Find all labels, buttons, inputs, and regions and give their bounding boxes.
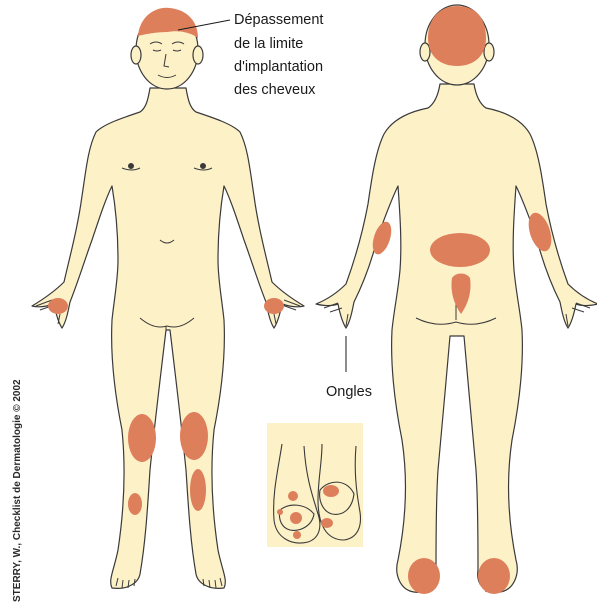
nail-pit-3 xyxy=(277,509,283,515)
nail-pit-1 xyxy=(288,491,298,501)
left-palm-lesion xyxy=(48,298,68,314)
left-sole-lesion xyxy=(408,558,440,594)
lower-back-lesion xyxy=(430,233,490,267)
left-shin-lesion xyxy=(128,493,142,515)
hairline-label: Dépassement de la limite d'implantation … xyxy=(234,12,328,98)
right-sole-lesion xyxy=(478,558,510,594)
right-knee-lesion xyxy=(180,412,208,460)
nails-label: Ongles xyxy=(326,384,372,400)
nails-inset xyxy=(267,423,363,547)
left-knee-lesion xyxy=(128,414,156,462)
hairline-label-line-4: des cheveux xyxy=(234,82,316,98)
nail-pit-6 xyxy=(321,518,333,528)
right-palm-lesion xyxy=(264,298,284,314)
nail-pit-5 xyxy=(323,485,339,497)
back-scalp-lesion xyxy=(428,6,486,66)
hairline-label-line-1: Dépassement xyxy=(234,12,323,28)
nail-pit-4 xyxy=(293,531,301,539)
nail-pit-2 xyxy=(290,512,302,524)
hairline-label-line-3: d'implantation xyxy=(234,59,323,75)
hairline-label-line-2: de la limite xyxy=(234,36,303,52)
right-shin-lesion xyxy=(190,469,206,511)
copyright-credit: STERRY, W., Checklist de Dermatologie © … xyxy=(12,379,23,602)
